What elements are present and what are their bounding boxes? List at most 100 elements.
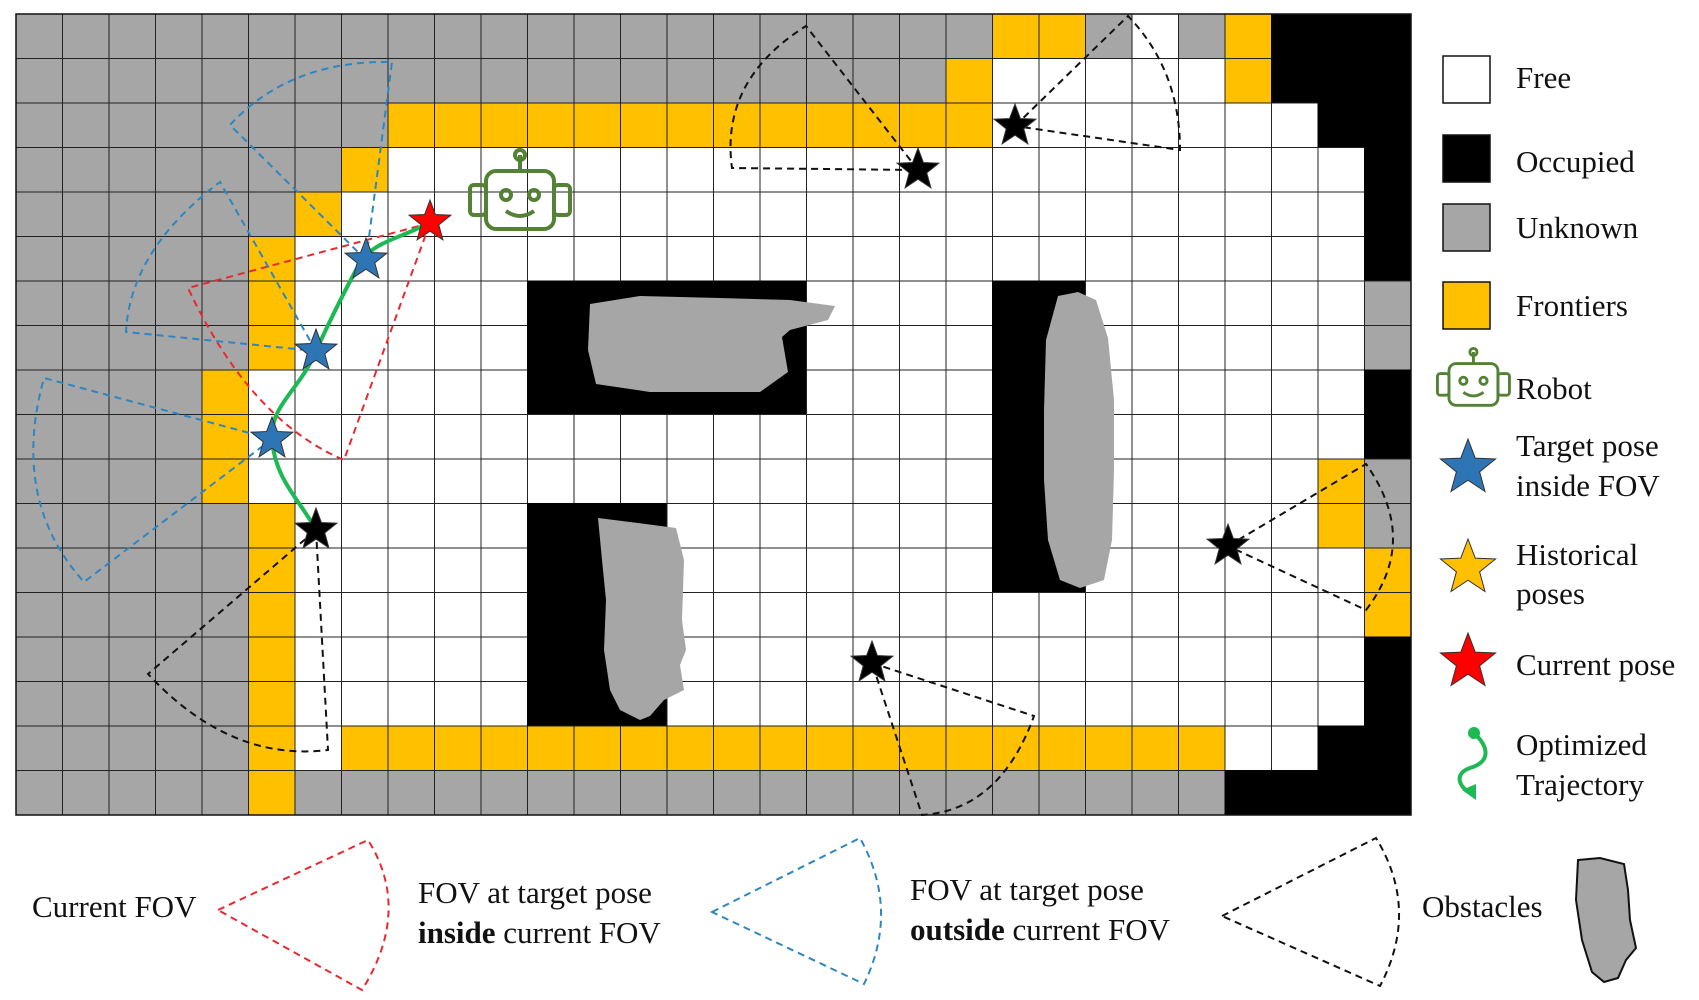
grid-cell	[480, 681, 528, 727]
grid-cell	[155, 102, 203, 148]
grid-cell	[1178, 58, 1226, 104]
robot-part	[513, 148, 527, 162]
grid-cell	[434, 236, 482, 282]
grid-cell	[434, 414, 482, 460]
grid-cell	[759, 58, 807, 104]
grid-cell	[1085, 147, 1133, 193]
grid-cell	[527, 13, 575, 59]
black-star-icon	[895, 146, 941, 189]
legend-historical-label-1: Historical	[1516, 537, 1638, 572]
grid-cell	[201, 681, 249, 727]
fov-cones	[32, 14, 1394, 817]
grid-cell	[573, 725, 621, 771]
grid-cell	[945, 13, 993, 59]
fov-current	[186, 221, 432, 462]
fov-outside-label-2: outside current FOV	[910, 912, 1171, 947]
grid-cell	[527, 725, 575, 771]
grid-cell	[155, 58, 203, 104]
grid-cell	[620, 414, 668, 460]
grid-cell	[806, 592, 854, 638]
grid-cell	[666, 725, 714, 771]
grid-cell	[108, 503, 156, 549]
grid-cell	[666, 236, 714, 282]
grid-cell	[387, 503, 435, 549]
grid-cell	[666, 191, 714, 237]
grid-cell	[899, 592, 947, 638]
grid-cell	[852, 503, 900, 549]
grid-cell	[155, 503, 203, 549]
grid-cell	[992, 592, 1040, 638]
grid-cell	[852, 458, 900, 504]
grid-cell	[992, 147, 1040, 193]
grid-cell	[294, 725, 342, 771]
grid-cell	[806, 102, 854, 148]
grid-cell	[1317, 325, 1365, 371]
grid-cell	[62, 547, 110, 593]
grid-cell	[806, 414, 854, 460]
grid-cell	[62, 191, 110, 237]
grid-cell	[155, 592, 203, 638]
grid-cell	[155, 325, 203, 371]
grid-cell	[713, 725, 761, 771]
grid-cell	[945, 770, 993, 816]
grid-cell	[480, 414, 528, 460]
grid-cell	[1224, 58, 1272, 104]
grid-cell	[62, 414, 110, 460]
grid-cell	[480, 770, 528, 816]
grid-cell	[1178, 725, 1226, 771]
grid-cell	[155, 191, 203, 237]
grid-cell	[387, 325, 435, 371]
grid-cell	[434, 770, 482, 816]
black-star-icon	[992, 102, 1038, 145]
grid-cell	[759, 13, 807, 59]
fov-inside-bold: inside	[418, 915, 496, 950]
grid-cell	[1271, 770, 1319, 816]
grid-cell	[248, 770, 296, 816]
grid-cell	[1178, 147, 1226, 193]
grid-cell	[1271, 636, 1319, 682]
grid-cell	[155, 369, 203, 415]
grid-cell	[294, 681, 342, 727]
robot-part	[1478, 375, 1489, 386]
grid-cell	[480, 592, 528, 638]
grid-cell	[1271, 369, 1319, 415]
grid-cell	[1131, 503, 1179, 549]
grid-cell	[852, 369, 900, 415]
grid-cell	[15, 102, 63, 148]
grid-cell	[248, 280, 296, 326]
grid-cell	[201, 547, 249, 593]
legend-robot-label: Robot	[1516, 371, 1592, 406]
fov-inside-rest: current FOV	[496, 915, 662, 950]
fov-outside-3	[146, 527, 330, 753]
grid-cell	[713, 191, 761, 237]
grid-cell	[1131, 280, 1179, 326]
grid-cell	[15, 725, 63, 771]
grid-cell	[899, 503, 947, 549]
grid-cell	[945, 592, 993, 638]
grid-cell	[108, 236, 156, 282]
grid-cell	[62, 102, 110, 148]
grid-cell	[248, 191, 296, 237]
grid-cell	[1085, 725, 1133, 771]
grid-cell	[1364, 770, 1412, 816]
grid-cell	[1224, 414, 1272, 460]
grid-cell	[201, 191, 249, 237]
grid-cell	[434, 369, 482, 415]
grid-cell	[992, 191, 1040, 237]
grid-cell	[434, 280, 482, 326]
grid-cell	[527, 547, 575, 593]
grid-cell	[852, 191, 900, 237]
grid-cell	[1131, 770, 1179, 816]
fov-outside-2	[729, 24, 921, 172]
grid-cell	[620, 770, 668, 816]
grid-cell	[155, 636, 203, 682]
grid-cell	[527, 102, 575, 148]
grid-cell	[248, 102, 296, 148]
obstacles-label: Obstacles	[1422, 889, 1543, 924]
grid-cell	[155, 13, 203, 59]
grid-cell	[15, 458, 63, 504]
grid-cell	[108, 369, 156, 415]
grid-cell	[713, 681, 761, 727]
grid-cell	[620, 236, 668, 282]
grid-cell	[852, 592, 900, 638]
